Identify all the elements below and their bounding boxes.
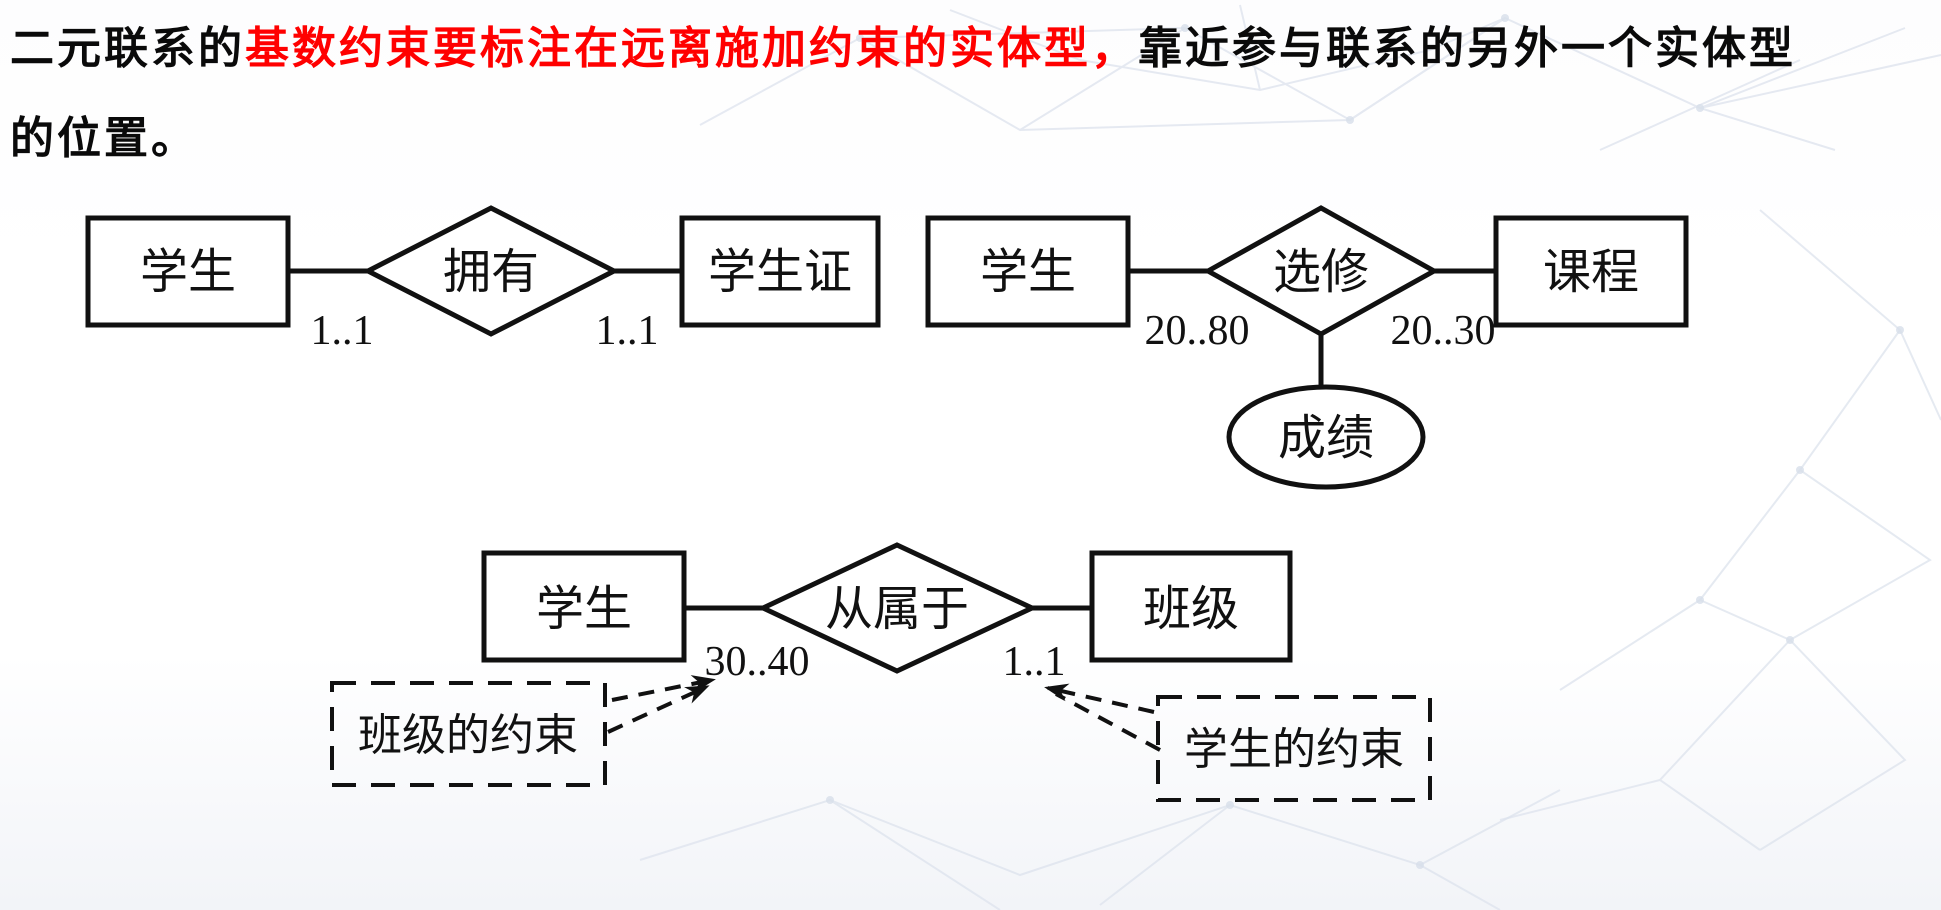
title-segment-black-1: 二元联系的	[10, 24, 245, 73]
entity-box-student-3	[481, 550, 687, 663]
callout-box-student-constraint	[1156, 695, 1432, 802]
cardinality-elective-left: 20..80	[1145, 308, 1250, 354]
diagram-owns: 学生 拥有 学生证 1..1 1..1	[85, 205, 881, 354]
slide-title: 二元联系的基数约束要标注在远离施加约束的实体型，靠近参与联系的另外一个实体型 的…	[10, 4, 1934, 184]
entity-label-student-3: 学生	[536, 583, 632, 636]
attribute-label-grade: 成绩	[1278, 412, 1374, 465]
entity-label-class: 班级	[1143, 583, 1239, 636]
title-segment-black-2: 靠近参与联系的另外一个实体型	[1138, 24, 1796, 73]
relationship-label-belongs: 从属于	[825, 583, 969, 636]
relationship-diamond-elective	[1202, 205, 1440, 337]
cardinality-belongs-right: 1..1	[1003, 639, 1066, 685]
title-segment-red-emphasis: 基数约束要标注在远离施加约束的实体型，	[245, 24, 1138, 73]
entity-box-student-1	[85, 215, 291, 328]
cardinality-owns-left: 1..1	[311, 308, 374, 354]
relationship-label-owns: 拥有	[443, 246, 539, 299]
plexus-nodes	[826, 14, 1904, 869]
entity-box-student-2	[925, 215, 1131, 328]
cardinality-belongs-left: 30..40	[705, 639, 810, 685]
diagram-belongs: 学生 从属于 班级 30..40 1..1 班级的约束 学生的约束	[330, 542, 1432, 802]
relationship-label-elective: 选修	[1273, 246, 1369, 299]
callout-pointer-class-lower	[607, 685, 710, 734]
callout-pointer-student-lower	[1055, 692, 1161, 752]
callout-label-student-constraint: 学生的约束	[1184, 725, 1404, 774]
title-line-1: 二元联系的基数约束要标注在远离施加约束的实体型，靠近参与联系的另外一个实体型	[10, 4, 1934, 94]
cardinality-elective-right: 20..30	[1391, 308, 1496, 354]
entity-label-student-2: 学生	[980, 246, 1076, 299]
entity-box-studentcard	[679, 215, 881, 328]
entity-label-student-1: 学生	[140, 246, 236, 299]
entity-label-course: 课程	[1543, 246, 1639, 299]
entity-label-studentcard: 学生证	[708, 246, 852, 299]
callout-pointer-class-upper	[611, 675, 716, 702]
entity-box-course	[1493, 215, 1689, 328]
cardinality-owns-right: 1..1	[596, 308, 659, 354]
relationship-diamond-owns	[362, 205, 620, 337]
relationship-diamond-belongs	[757, 542, 1038, 674]
callout-pointer-student-upper	[1044, 683, 1155, 714]
diagram-elective: 学生 选修 课程 成绩 20..80 20..30	[925, 205, 1689, 490]
plexus-lines-top	[699, 4, 1941, 151]
callout-label-class-constraint: 班级的约束	[358, 711, 578, 760]
entity-box-class	[1089, 550, 1293, 663]
callout-box-class-constraint	[330, 681, 607, 787]
plexus-lines-bottom	[639, 789, 1561, 910]
title-line-2: 的位置。	[10, 114, 198, 163]
attribute-ellipse-grade	[1226, 384, 1426, 490]
